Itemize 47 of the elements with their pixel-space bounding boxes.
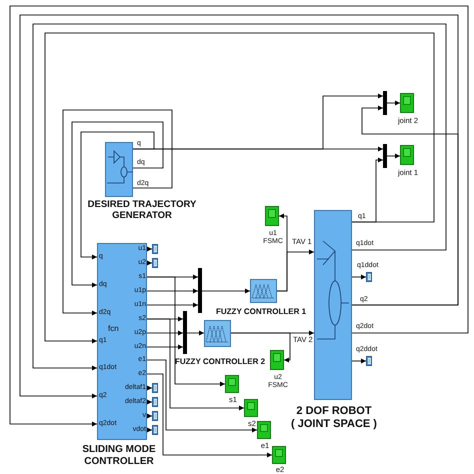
signal-arrow — [386, 100, 400, 106]
signal-arrow — [146, 288, 198, 294]
block-title: 2 DOF ROBOT ( JOINT SPACE ) — [290, 405, 378, 430]
signal-arrow — [146, 386, 152, 390]
mux-bar — [383, 91, 387, 115]
workspace-block — [152, 397, 158, 407]
signal-arrow — [146, 400, 152, 404]
signal-arrow — [186, 330, 204, 336]
signal-arrow — [146, 246, 152, 252]
mux-bar — [198, 268, 202, 313]
signal-arrow — [80, 132, 154, 260]
signal-arrow — [146, 330, 184, 336]
signal-arrow — [146, 276, 226, 386]
signal-arrow — [72, 122, 164, 288]
signal-arrow — [146, 428, 152, 432]
signal-arrow — [352, 106, 458, 306]
mux-bar — [383, 144, 387, 168]
block-title: FUZZY CONTROLLER 2 — [175, 357, 266, 366]
mux-bar — [183, 311, 187, 354]
signal-arrow — [146, 302, 198, 308]
signal-arrow — [132, 146, 384, 152]
workspace-block — [152, 258, 158, 268]
signal-arrow — [352, 358, 366, 364]
block-label: fcn — [108, 324, 119, 333]
signal-arrow — [146, 360, 258, 432]
signal-arrow — [276, 214, 288, 292]
workspace-block — [366, 272, 372, 282]
workspace-block — [152, 425, 158, 435]
signal-arrow — [352, 158, 384, 222]
signal-arrow — [146, 414, 152, 418]
workspace-block — [366, 356, 372, 366]
workspace-block — [152, 244, 158, 254]
signal-arrow — [44, 32, 434, 344]
block-title: DESIRED TRAJECTORY GENERATOR — [86, 200, 198, 222]
signal-arrow — [386, 154, 400, 158]
signal-arrow — [146, 260, 152, 266]
signal-arrow — [230, 332, 290, 362]
block-title: SLIDING MODE CONTROLLER — [81, 444, 157, 467]
block-title: FUZZY CONTROLLER 1 — [216, 307, 308, 316]
signal-arrow — [62, 110, 172, 316]
signal-arrow — [352, 274, 366, 280]
workspace-block — [152, 411, 158, 421]
signal-arrow — [146, 344, 184, 350]
signal-arrow — [202, 288, 250, 294]
workspace-block — [152, 383, 158, 393]
signal-arrow — [146, 374, 272, 458]
signal-arrow — [146, 318, 244, 410]
